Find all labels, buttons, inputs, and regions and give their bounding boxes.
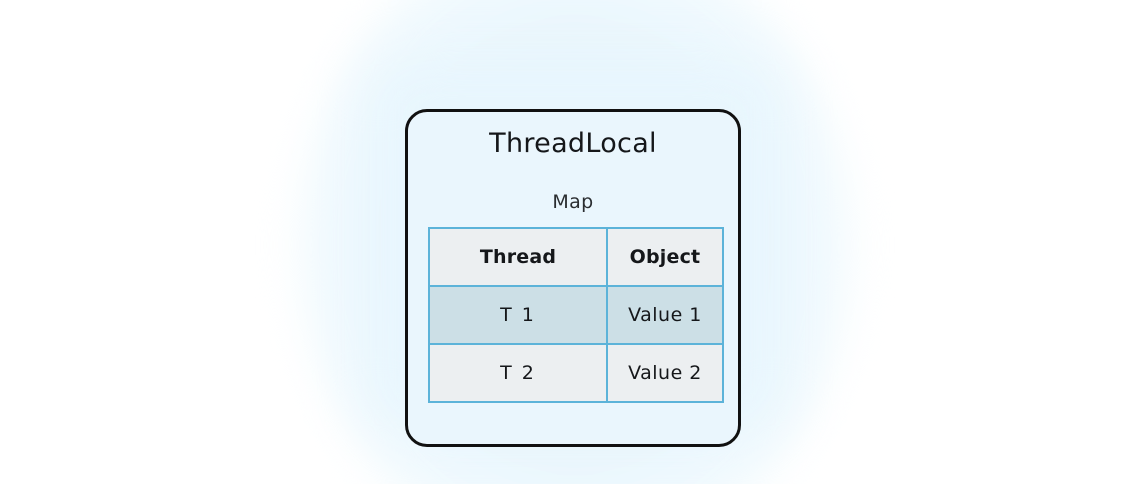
column-header-object: Object (606, 227, 724, 287)
page-title: ThreadLocal (489, 128, 657, 159)
table-row: T 2 Value 2 (428, 343, 724, 403)
column-header-thread: Thread (428, 227, 608, 287)
map-section-label: Map (552, 191, 594, 213)
cell-object-1: Value 1 (606, 285, 724, 345)
cell-object-2: Value 2 (606, 343, 724, 403)
cell-thread-2: T 2 (428, 343, 608, 403)
table-row: T 1 Value 1 (428, 285, 724, 345)
thread-object-map-table: Thread Object T 1 Value 1 T 2 Value 2 (428, 227, 724, 403)
cell-thread-1: T 1 (428, 285, 608, 345)
threadlocal-card: ThreadLocal Map Thread Object T 1 Value … (405, 109, 741, 447)
table-header-row: Thread Object (428, 227, 724, 287)
